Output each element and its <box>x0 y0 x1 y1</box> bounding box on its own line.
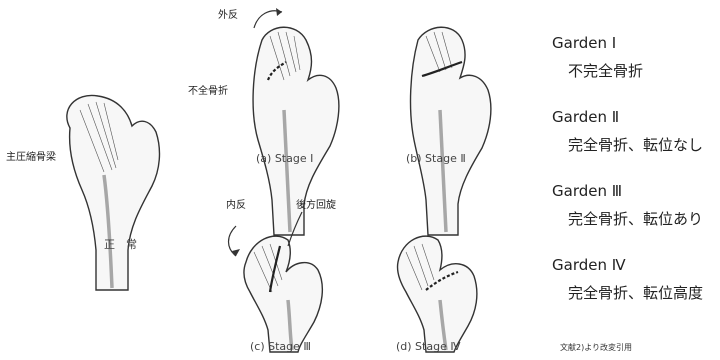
normal-femur-drawing <box>67 95 160 290</box>
varus-label: 内反 <box>226 196 246 211</box>
garden-4-description: 完全骨折、転位高度 <box>568 282 703 303</box>
garden-4-title: Garden Ⅳ <box>552 256 626 274</box>
incomplete-fracture-label: 不全骨折 <box>188 82 228 97</box>
compression-trabeculae-label: 主圧縮骨梁 <box>6 148 56 163</box>
stage1-caption: (a) Stage Ⅰ <box>256 152 313 165</box>
femur-illustrations <box>0 0 540 360</box>
garden-2-description: 完全骨折、転位なし <box>568 134 703 155</box>
stage4-caption: (d) Stage Ⅳ <box>396 340 461 353</box>
stage4-femur-drawing <box>397 236 476 352</box>
garden-3-description: 完全骨折、転位あり <box>568 208 703 229</box>
stage2-femur-drawing <box>411 27 491 235</box>
garden-3-title: Garden Ⅲ <box>552 182 622 200</box>
valgus-label: 外反 <box>218 6 238 21</box>
stage2-caption: (b) Stage Ⅱ <box>406 152 466 165</box>
garden-stage-descriptions: Garden Ⅰ 不完全骨折 Garden Ⅱ 完全骨折、転位なし Garden… <box>552 0 720 360</box>
garden-1-title: Garden Ⅰ <box>552 34 616 52</box>
garden-1-description: 不完全骨折 <box>568 60 643 81</box>
normal-caption: 正 常 <box>104 236 137 252</box>
stage3-caption: (c) Stage Ⅲ <box>250 340 311 353</box>
source-note: 文献2)より改変引用 <box>560 342 632 353</box>
posterior-rotation-label: 後方回旋 <box>296 196 336 211</box>
garden-2-title: Garden Ⅱ <box>552 108 619 126</box>
garden-classification-figure: 主圧縮骨梁 正 常 外反 不全骨折 (a) Stage Ⅰ (b) Stage … <box>0 0 540 360</box>
